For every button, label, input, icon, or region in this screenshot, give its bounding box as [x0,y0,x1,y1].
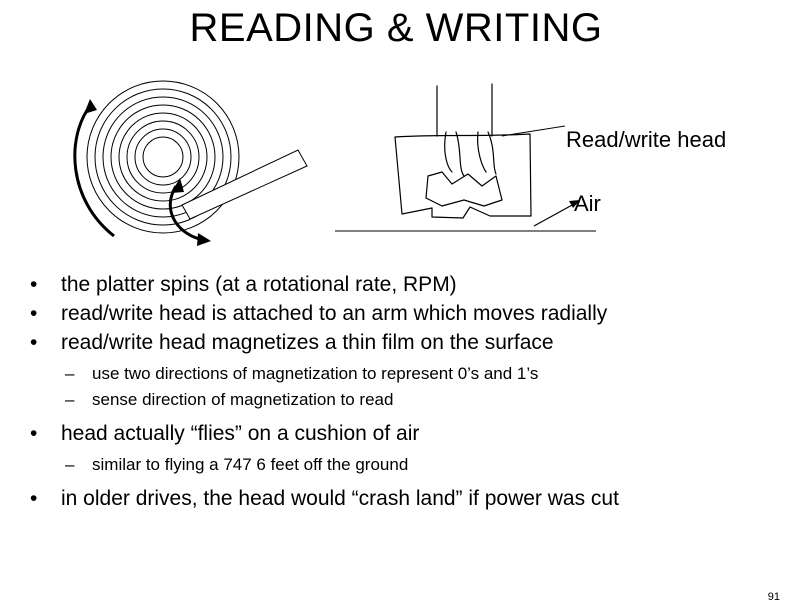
head-pointer-line [501,125,566,137]
bullet-marker: • [30,273,38,296]
air-label: Air [574,191,601,216]
bullet-text: read/write head magnetizes a thin film o… [61,331,554,354]
bullet-marker: • [30,487,38,510]
air-arrow-icon [533,200,580,227]
bullet-text: the platter spins (at a rotational rate,… [61,273,457,296]
sub-bullet-item: – similar to flying a 747 6 feet off the… [30,452,770,478]
platter-rings-icon [86,80,240,234]
read-write-head-label: Read/write head [566,127,727,152]
sub-bullet-marker: – [65,455,75,474]
sub-bullet-text: use two directions of magnetization to r… [92,364,539,383]
bullet-list: • the platter spins (at a rotational rat… [30,270,770,513]
sub-bullet-marker: – [65,364,75,383]
slide-title: READING & WRITING [189,6,603,50]
bullet-item: • read/write head is attached to an arm … [30,299,770,328]
bullet-text: read/write head is attached to an arm wh… [61,302,608,325]
bullet-marker: • [30,302,38,325]
bullet-item: • in older drives, the head would “crash… [30,484,770,513]
disk-diagram: Read/write head Air [0,0,792,260]
rotation-arrow-lower-icon [168,178,211,246]
bullet-marker: • [30,331,38,354]
sub-bullet-text: sense direction of magnetization to read [92,390,394,409]
read-write-head-icon [394,83,532,219]
sub-bullet-item: – use two directions of magnetization to… [30,361,770,387]
sub-bullet-text: similar to flying a 747 6 feet off the g… [92,455,409,474]
sub-bullet-marker: – [65,390,75,409]
sub-bullet-item: – sense direction of magnetization to re… [30,387,770,413]
bullet-item: • head actually “flies” on a cushion of … [30,419,770,448]
bullet-item: • read/write head magnetizes a thin film… [30,328,770,357]
actuator-arm-icon [181,149,308,220]
bullet-marker: • [30,422,38,445]
bullet-item: • the platter spins (at a rotational rat… [30,270,770,299]
disk-diagram-drawing [73,80,596,246]
page-number: 91 [767,591,780,603]
rotation-arrow-icon [73,99,115,238]
bullet-text: in older drives, the head would “crash l… [61,487,619,510]
bullet-text: head actually “flies” on a cushion of ai… [61,422,420,445]
